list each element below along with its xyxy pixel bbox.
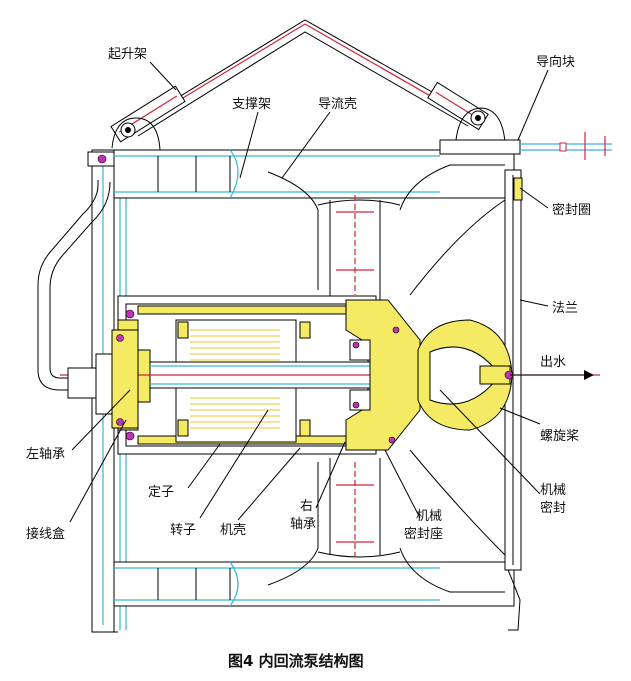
label-housing: 机壳 [220, 523, 246, 538]
junction-box [37, 180, 139, 429]
lifting-frame [110, 19, 506, 151]
outlet-arrow [584, 370, 594, 380]
figure-caption: 图4 内回流泵结构图 [228, 652, 364, 670]
label-flange: 法兰 [552, 301, 578, 316]
leader-lines [69, 61, 588, 523]
label-guide-block: 导向块 [536, 54, 575, 70]
label-water-outlet: 出水 [540, 355, 566, 370]
label-right-bearing-1: 右 [300, 499, 313, 514]
guide-block [439, 132, 612, 160]
label-left-bearing: 左轴承 [26, 447, 65, 462]
label-mech-seal-seat-2: 密封座 [404, 526, 443, 542]
label-lifting-frame: 起升架 [108, 47, 147, 62]
label-support-frame: 支撑架 [232, 97, 271, 112]
label-mech-seal-2: 密封 [540, 500, 566, 516]
labels: 起升架 导向块 支撑架 导流壳 密封圈 法兰 出水 螺旋桨 机械 密封 机械 密… [26, 47, 591, 670]
propeller [417, 319, 514, 431]
label-guide-shell: 导流壳 [318, 97, 357, 112]
label-junction-box: 接线盒 [26, 526, 65, 542]
right-bearing-assembly [345, 299, 421, 451]
label-seal-ring: 密封圈 [552, 202, 591, 218]
label-rotor: 转子 [170, 523, 196, 538]
label-stator: 定子 [148, 485, 174, 500]
label-mech-seal-seat-1: 机械 [416, 509, 442, 524]
label-propeller: 螺旋桨 [540, 428, 579, 444]
label-mech-seal-1: 机械 [540, 483, 566, 498]
label-right-bearing-2: 轴承 [290, 517, 316, 532]
